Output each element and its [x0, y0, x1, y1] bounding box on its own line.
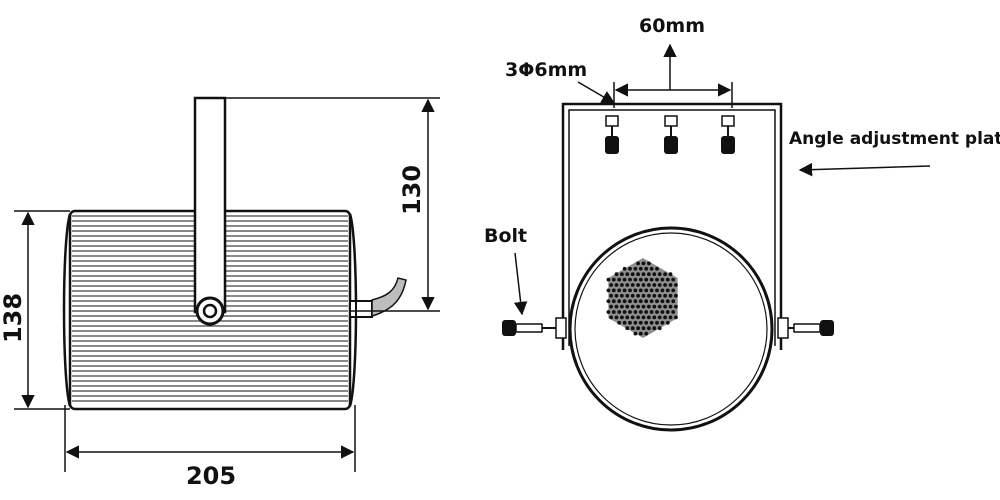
dim-bracket-height: 130: [398, 98, 435, 311]
adjustment-screws: [605, 115, 735, 154]
dim-body-height: 138: [0, 210, 70, 410]
adjustment-screw-icon: [605, 115, 619, 154]
bolt-left-icon: [502, 320, 556, 336]
bracket-arm-side: [193, 96, 440, 314]
dim-label-138: 138: [0, 293, 27, 343]
plate-callout: Angle adjustment plate: [789, 129, 1000, 177]
dim-label-60mm: 60mm: [639, 15, 705, 37]
speaker-grille: [606, 258, 678, 338]
speaker-front: [568, 226, 774, 432]
dim-label-130: 130: [398, 165, 426, 215]
front-view: 60mm 3Φ6mm Angle adjustment plate Bolt: [484, 15, 1000, 432]
holes-callout: 3Φ6mm: [505, 59, 616, 104]
cable-gland-icon: [349, 277, 440, 318]
bolt-label: Bolt: [484, 225, 527, 247]
dim-label-205: 205: [186, 462, 236, 490]
dim-body-width: 205: [64, 405, 356, 490]
bolt-right-icon: [788, 320, 834, 336]
adjustment-screw-icon: [721, 115, 735, 154]
bolt-callout: Bolt: [484, 225, 528, 316]
holes-label: 3Φ6mm: [505, 59, 587, 81]
pivot-bolt-icon: [195, 296, 225, 326]
dim-hole-spacing: 60mm: [613, 15, 733, 108]
plate-label: Angle adjustment plate: [789, 129, 1000, 149]
side-view: 130 138 205: [0, 96, 440, 490]
adjustment-screw-icon: [664, 115, 678, 154]
